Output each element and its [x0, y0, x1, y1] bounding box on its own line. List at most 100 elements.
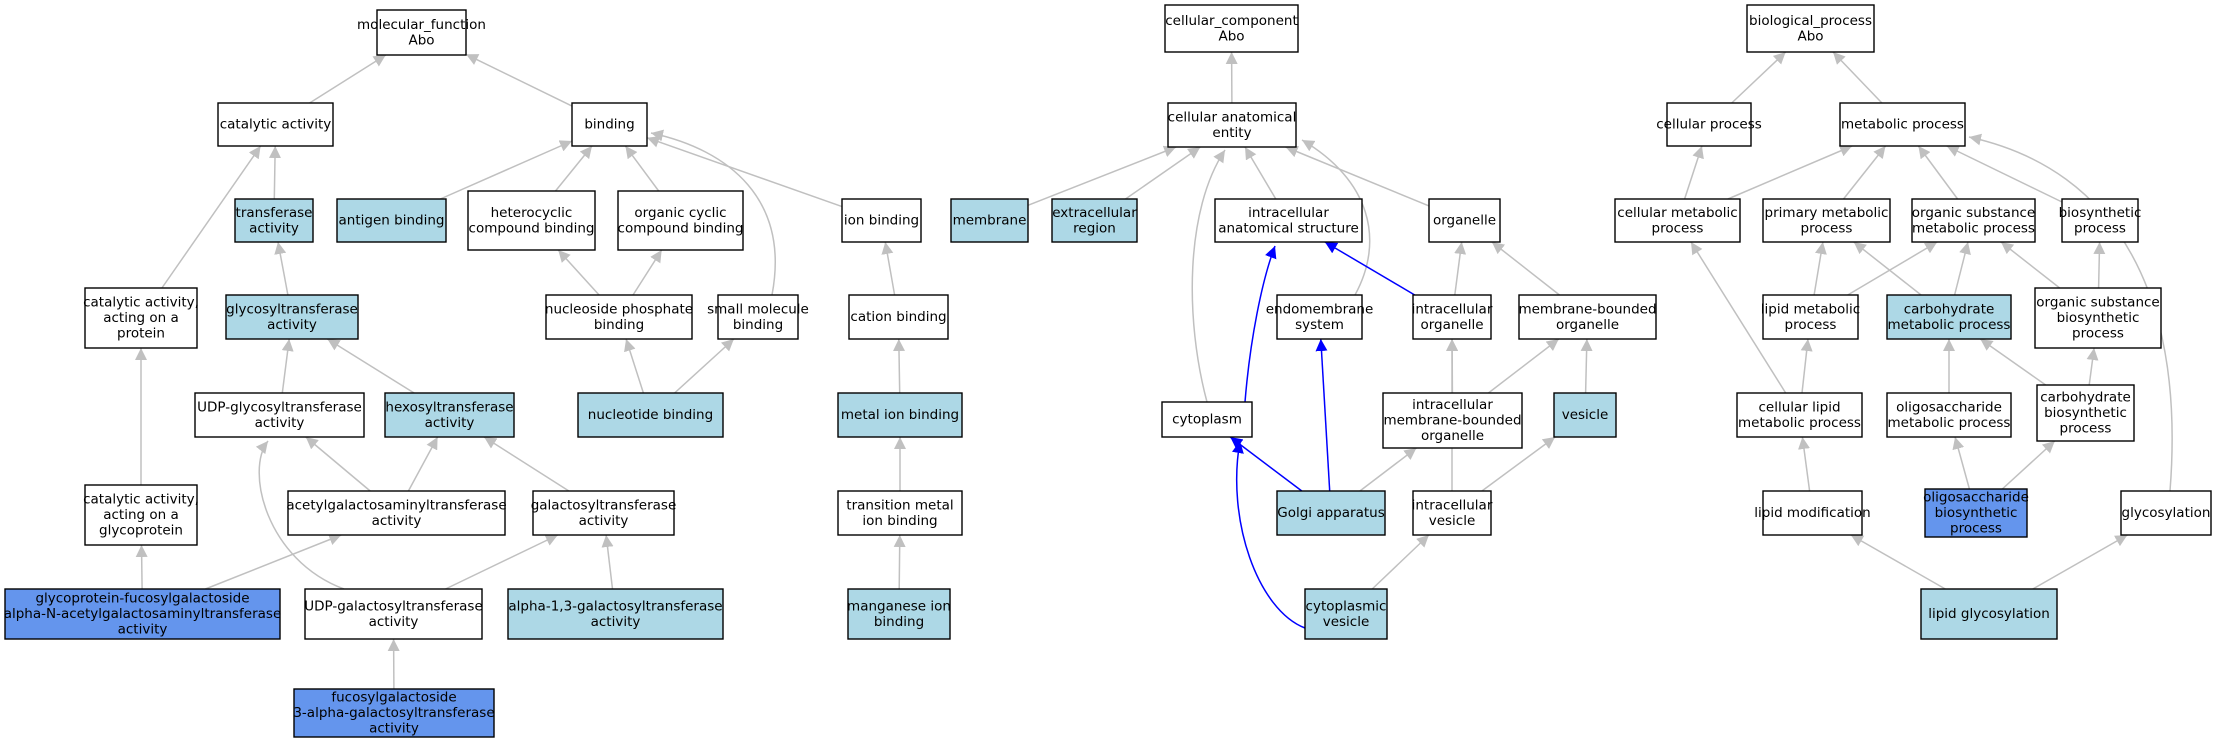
- term-label-line: glycoprotein-fucosylgalactoside: [35, 591, 249, 607]
- edge-orgcyc-to-bind: [624, 145, 660, 192]
- go-term-bind: binding: [571, 102, 648, 147]
- edge-acetyl-to-hexo: [407, 436, 439, 492]
- edge-intraorg-to-organelle: [1454, 241, 1467, 296]
- edge-golgi-to-intramem: [1359, 447, 1417, 492]
- edge-antigen-to-bind: [439, 140, 573, 200]
- term-label-line: activity: [579, 513, 629, 529]
- term-label-line: acting on a: [103, 507, 179, 523]
- edge-lipidmod-to-celllipid: [1798, 436, 1811, 492]
- term-label-line: activity: [118, 622, 168, 638]
- term-box: [194, 392, 365, 438]
- go-term-golgi: Golgi apparatus: [1276, 490, 1386, 536]
- edge-nucphos-to-hetero: [557, 249, 600, 296]
- term-box: [376, 9, 467, 56]
- edge-oligobio-to-carbbio: [2001, 440, 2056, 490]
- edge-nucphos-to-orgcyc: [632, 249, 663, 296]
- edge-golgi-to-endomem: [1315, 338, 1331, 492]
- term-label-line: 3-alpha-galactosyltransferase: [293, 705, 494, 721]
- term-label-line: catalytic activity: [220, 117, 332, 133]
- term-box: [1666, 102, 1752, 147]
- term-label-line: cytoplasmic: [1306, 598, 1387, 614]
- edges-layer: [135, 51, 2173, 690]
- term-box: [1886, 294, 2012, 340]
- edge-lipidmetab-to-orgsub: [1847, 241, 1938, 296]
- edge-cat-to-mf: [309, 54, 387, 104]
- term-label-line: alpha-N-acetylgalactosaminyltransferase: [4, 606, 282, 622]
- term-box: [1924, 488, 2028, 538]
- term-box: [217, 102, 334, 147]
- term-box: [1762, 490, 1863, 536]
- term-label-line: vesicle: [1429, 513, 1476, 529]
- term-label-line: lipid metabolic: [1761, 301, 1860, 317]
- term-label-line: entity: [1212, 125, 1251, 141]
- edge-acetyl-to-udpglyco: [305, 436, 371, 492]
- term-label-line: ion binding: [844, 213, 919, 229]
- edge-mang-to-transmetal: [893, 534, 906, 590]
- edge-glycofuco-to-acetyl: [205, 533, 342, 590]
- go-term-organelle: organelle: [1428, 198, 1501, 243]
- term-box: [1911, 198, 2036, 243]
- edge-intracell-to-cae: [1244, 146, 1277, 200]
- term-label-line: metabolic process: [1738, 415, 1861, 431]
- term-box: [950, 198, 1029, 243]
- term-label-line: organelle: [1420, 317, 1483, 333]
- term-label-line: protein: [117, 326, 165, 342]
- term-label-line: small molecule: [707, 301, 809, 317]
- term-box: [1412, 294, 1492, 340]
- edge-cellproc-to-bp: [1731, 51, 1787, 104]
- edge-glycosyl-to-metab: [1968, 133, 2173, 492]
- term-label-line: biosynthetic: [2044, 405, 2127, 421]
- term-box: [1762, 294, 1859, 340]
- term-label-line: extracellular: [1052, 205, 1137, 221]
- edge-hetero-to-bind: [554, 145, 593, 192]
- edge-hexo-to-glyco: [327, 338, 415, 394]
- term-box: [2034, 287, 2162, 349]
- edge-primary-to-metab: [1842, 145, 1887, 200]
- term-label-line: vesicle: [1323, 614, 1370, 630]
- term-label-line: UDP-glycosyltransferase: [197, 399, 362, 415]
- go-term-metab: metabolic process: [1839, 102, 1966, 147]
- term-label-line: cellular lipid: [1758, 399, 1840, 415]
- go-term-lipidglyco: lipid glycosylation: [1920, 588, 2058, 640]
- term-box: [1164, 4, 1299, 53]
- term-box: [1553, 392, 1617, 438]
- term-label-line: primary metabolic: [1765, 205, 1889, 221]
- term-label-line: glycosylation: [2122, 505, 2211, 521]
- term-label-line: activity: [267, 317, 317, 333]
- term-label-line: carbohydrate: [1904, 301, 1995, 317]
- edge-orgsub-to-metab: [1917, 145, 1959, 200]
- term-label-line: membrane-bounded: [1383, 413, 1521, 429]
- term-box: [304, 588, 483, 640]
- edge-ion-to-bind: [646, 136, 843, 208]
- term-box: [1161, 401, 1253, 438]
- term-label-line: vesicle: [1562, 407, 1609, 423]
- term-box: [1839, 102, 1966, 147]
- term-label-line: biosynthetic: [2059, 205, 2142, 221]
- edge-organelle-to-cae: [1285, 146, 1430, 207]
- term-label-line: cytoplasm: [1172, 412, 1242, 428]
- edge-golgi-to-cytoplasm: [1229, 436, 1303, 492]
- edge-udpgal-to-udpglyco: [255, 440, 345, 590]
- term-label-line: metabolic process: [1841, 117, 1964, 133]
- term-label-line: catalytic activity,: [83, 295, 199, 311]
- edge-lipidmetab-to-primary: [1813, 241, 1827, 296]
- term-label-line: membrane-bounded: [1518, 301, 1656, 317]
- term-box: [1762, 198, 1891, 243]
- term-box: [577, 392, 724, 438]
- edge-orgsubbio-to-orgsub: [2000, 241, 2061, 289]
- go-term-glycofuco: glycoprotein-fucosylgalactosidealpha-N-a…: [4, 588, 282, 640]
